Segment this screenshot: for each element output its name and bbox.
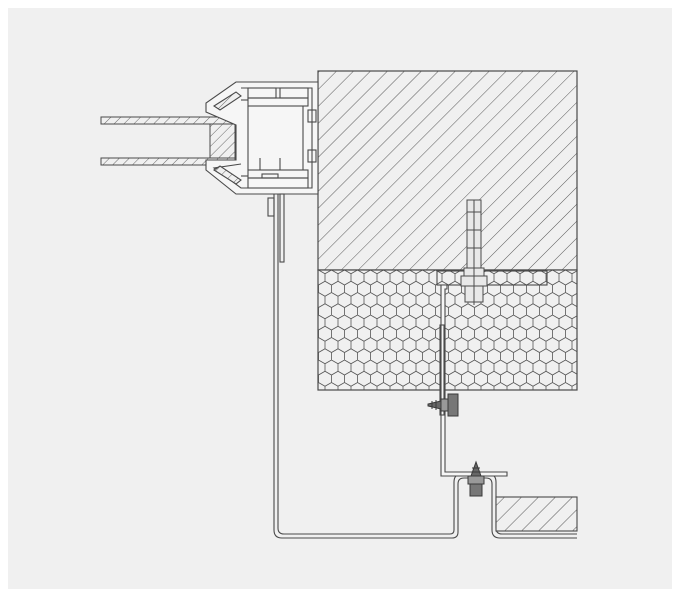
self-tapping-screw (427, 393, 459, 417)
anchor-bolt (460, 199, 488, 305)
thermal-insulation (317, 269, 578, 391)
external-sill (495, 496, 578, 532)
masonry-wall (317, 70, 578, 271)
mounting-bracket (436, 270, 548, 477)
window-frame-profile (205, 81, 319, 195)
sill-fixing-screw (467, 460, 485, 497)
